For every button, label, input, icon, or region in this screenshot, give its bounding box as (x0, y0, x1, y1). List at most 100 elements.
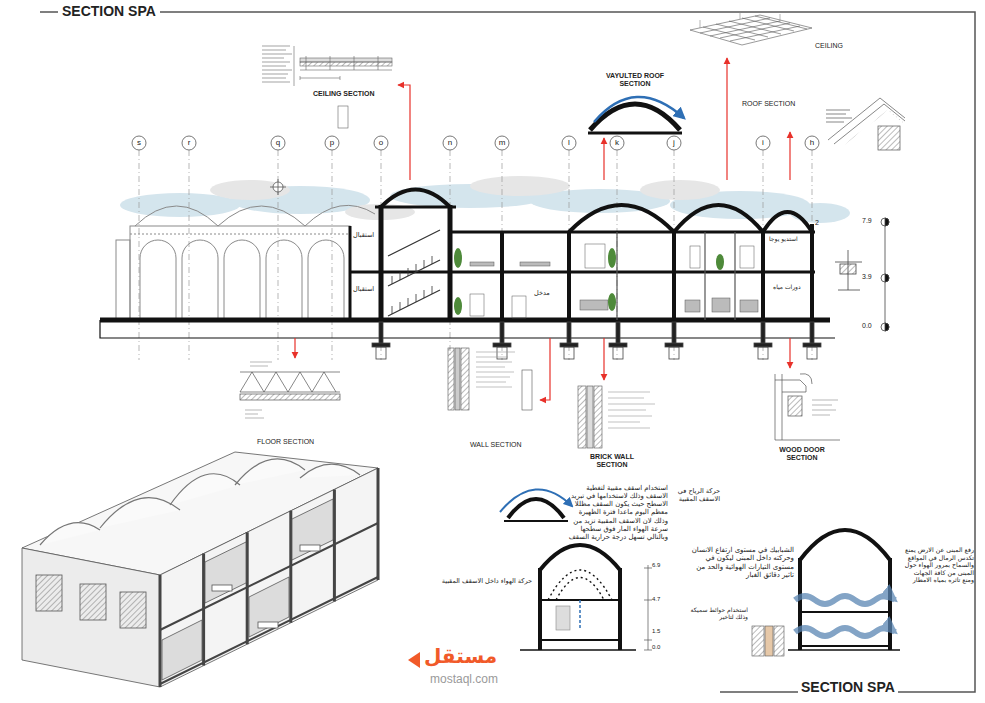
furniture (740, 300, 758, 312)
piles (754, 343, 772, 347)
ceiling-section-detail (338, 106, 348, 128)
section-windows-airflow (788, 530, 900, 650)
vaulted-roof-detail (590, 104, 680, 130)
detail-callout: FLOOR SECTION (232, 358, 347, 450)
section-vault-airflow (520, 545, 652, 650)
ceiling-section-detail (262, 46, 392, 128)
plants (716, 254, 724, 270)
level-markers (881, 323, 889, 331)
piles (669, 347, 679, 359)
piles (376, 347, 386, 359)
grid-bubbles (610, 136, 624, 150)
grid-bubbles (562, 136, 576, 150)
sky-clouds (640, 180, 720, 200)
design-note: استخدام اسقف مقبية لتغطية الاسقف وذلك لا… (568, 484, 668, 541)
callout-arrow (726, 58, 727, 180)
left-wing (135, 205, 375, 226)
ceiling-grid-detail (690, 15, 812, 45)
floor-section-detail (245, 410, 264, 418)
furniture (585, 244, 605, 268)
level-number: 6.9 (652, 562, 660, 569)
detail-title: VAYULTED ROOF SECTION (600, 72, 670, 89)
grid-label: j (669, 138, 679, 148)
section-structure (502, 224, 812, 320)
level-number: 0.0 (862, 322, 872, 330)
level-markers (881, 218, 889, 226)
callout-arrow (540, 338, 550, 400)
level-number: 1.5 (652, 628, 660, 635)
furniture (520, 262, 550, 266)
sky-clouds (210, 180, 290, 200)
axonometric-view (22, 452, 378, 687)
piles (493, 343, 511, 347)
axonometric-view (249, 577, 289, 637)
detail-title: BRICK WALL SECTION (582, 453, 642, 470)
room-label: استقبال (352, 286, 375, 294)
grid-bubbles (182, 136, 196, 150)
section-structure (381, 190, 450, 208)
wall-section-detail (522, 370, 532, 410)
grid-lines (139, 150, 812, 360)
room-label: دورات مياه (772, 283, 802, 290)
axonometric-view (160, 468, 378, 687)
roof-section-detail (826, 110, 852, 122)
brick-wall-detail (594, 386, 602, 448)
piles (761, 322, 765, 344)
roof-section-detail (878, 126, 900, 150)
plants (608, 248, 616, 268)
floor-section-detail (240, 394, 340, 400)
grid-label: n (445, 138, 455, 148)
piles (560, 343, 578, 347)
grid-bubbles (495, 136, 509, 150)
stairs (392, 286, 432, 314)
callout-arrow (294, 338, 295, 358)
grid-label: m (497, 138, 507, 148)
axonometric-view (292, 499, 333, 560)
brick-wall-detail (578, 386, 655, 448)
callout-arrow (398, 85, 410, 180)
wall-section-detail (476, 352, 515, 387)
stairs (388, 230, 440, 316)
furniture (685, 300, 700, 312)
design-note: استخدام حوائط سميكة وذلك لتاخير (686, 606, 748, 620)
detail-callout: CEILING SECTION (258, 40, 398, 102)
axonometric-view (36, 575, 62, 611)
axonometric-view (22, 548, 160, 687)
ceiling-section-detail (300, 76, 340, 80)
wood-door-detail (775, 374, 806, 440)
sheet-frame (40, 12, 975, 692)
axonometric-view (162, 620, 202, 680)
grid-label: o (376, 138, 386, 148)
detail-title: CEILING SECTION (313, 90, 374, 98)
floor-section-detail (240, 362, 340, 418)
grid-label: s (134, 138, 144, 148)
left-wing (116, 205, 375, 320)
ceiling-grid-detail (700, 12, 780, 28)
callout-arrow (789, 132, 790, 180)
grid-label: q (273, 138, 283, 148)
watermark: مستقل (424, 644, 497, 668)
floor-section-detail (240, 372, 340, 392)
grid-bubbles (270, 179, 286, 195)
sky-clouds (470, 176, 570, 196)
level-markers (881, 274, 889, 282)
grid-lines (139, 150, 140, 360)
section-structure (350, 271, 815, 274)
floor-section-detail (240, 372, 336, 392)
grid-bubbles (667, 136, 681, 150)
wood-door-detail (812, 400, 838, 415)
piles (564, 347, 574, 359)
grid-bubbles (132, 136, 819, 195)
section-vault-airflow (548, 570, 612, 600)
brick-wall-detail (587, 386, 593, 448)
ceiling-section-detail (294, 46, 295, 86)
grid-bubbles (443, 136, 457, 150)
level-number: 2 (815, 219, 819, 227)
stairs (388, 230, 440, 316)
brick-wall-detail (578, 386, 586, 448)
vaulted-roof-detail (588, 132, 682, 135)
left-wing (140, 240, 344, 320)
detail-title: FLOOR SECTION (257, 438, 314, 446)
left-wing (130, 234, 350, 235)
